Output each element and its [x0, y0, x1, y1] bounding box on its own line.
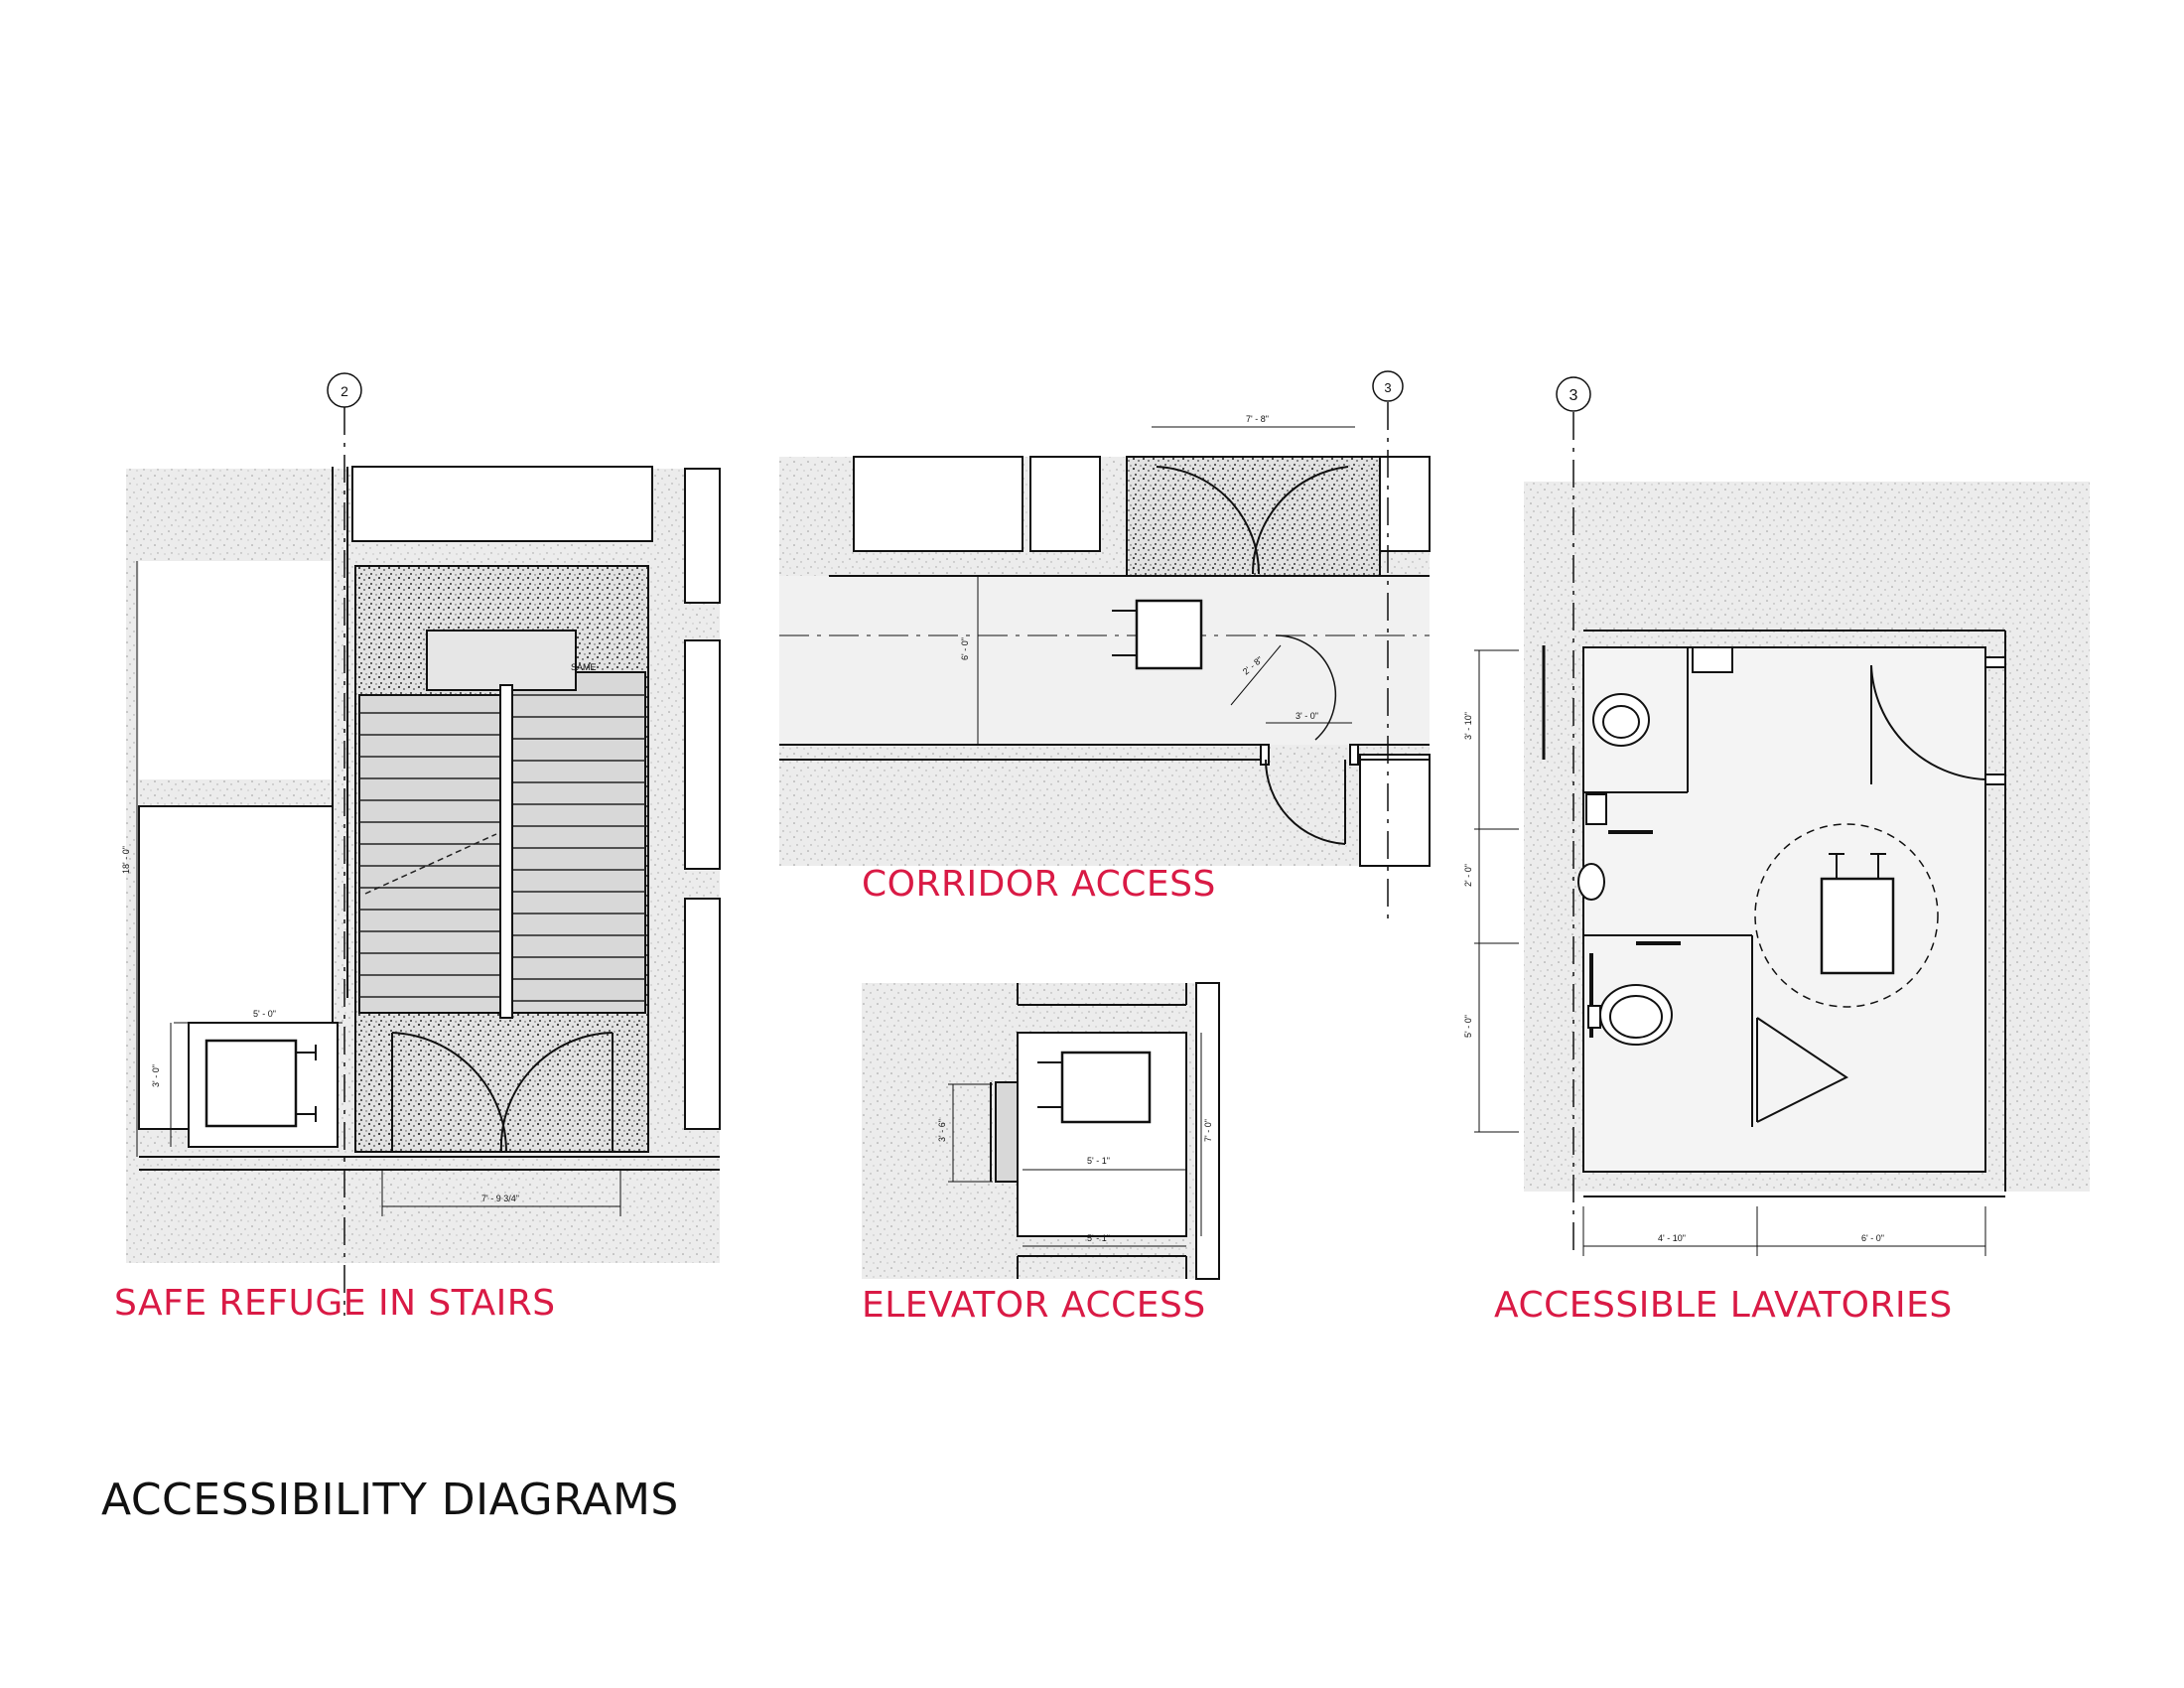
- svg-text:3' - 0": 3' - 0": [151, 1064, 161, 1087]
- sheet-title: ACCESSIBILITY DIAGRAMS: [101, 1475, 679, 1525]
- grid-bubble-3-corridor: [1372, 370, 1404, 402]
- landing-note: SAME: [571, 662, 597, 672]
- refuge-wheelchair-symbol: [205, 1039, 298, 1128]
- grid-bubble-3-lavatory: [1556, 376, 1591, 412]
- elevator-door-jamb: [995, 1081, 1019, 1183]
- elevator-poche: [862, 983, 991, 1279]
- svg-text:2: 2: [341, 383, 348, 399]
- corridor-diagram: 7' - 8" 6' - 0" 3' - 0" 2' - 8" 3: [779, 370, 1431, 918]
- svg-text:3: 3: [1384, 380, 1391, 395]
- elevator-diagram: 3' - 6" 5' - 1" 5' - 1" 7' - 0": [862, 982, 1220, 1280]
- safe-refuge-diagram: SAME 5' - 0" 3' - 0" 18' - 0" 7' - 9 3/4…: [121, 372, 721, 1316]
- caption-safe-refuge: SAFE REFUGE IN STAIRS: [114, 1283, 556, 1324]
- stair-wall-divider: [499, 684, 513, 1019]
- lavatory-wheelchair-symbol: [1820, 877, 1895, 975]
- svg-text:7' - 0": 7' - 0": [1203, 1119, 1213, 1142]
- svg-text:3' - 0": 3' - 0": [1296, 711, 1318, 721]
- svg-text:7' - 9 3/4": 7' - 9 3/4": [481, 1194, 519, 1203]
- svg-text:5' - 0": 5' - 0": [253, 1009, 276, 1019]
- corridor-floor: [779, 576, 1430, 745]
- caption-elevator-access: ELEVATOR ACCESS: [862, 1285, 1206, 1326]
- caption-accessible-lavatories: ACCESSIBLE LAVATORIES: [1494, 1285, 1953, 1326]
- svg-text:5' - 0": 5' - 0": [1463, 1015, 1473, 1038]
- svg-text:18' - 0": 18' - 0": [121, 846, 131, 874]
- svg-text:5' - 1": 5' - 1": [1087, 1233, 1110, 1243]
- stair-double-doors: [391, 1032, 614, 1153]
- turning-circle: [1754, 823, 1939, 1008]
- room-void-top: [351, 466, 653, 542]
- stair-flight-right: [511, 671, 646, 1014]
- lavatories-diagram: 3' - 10" 2' - 0" 5' - 0" 4' - 10" 6' - 0…: [1463, 376, 2090, 1256]
- svg-text:4' - 10": 4' - 10": [1658, 1233, 1686, 1243]
- room-void-left-upper: [139, 561, 333, 779]
- stair-flight-left: [358, 694, 501, 1014]
- stair-landing: [426, 630, 577, 691]
- elevator-wheelchair-symbol: [1060, 1051, 1152, 1124]
- svg-text:7' - 8": 7' - 8": [1246, 414, 1269, 424]
- stair-treads: [359, 694, 645, 1002]
- svg-text:6' - 0": 6' - 0": [960, 637, 970, 660]
- urinal-icon: [1577, 863, 1605, 901]
- svg-text:3' - 6": 3' - 6": [937, 1119, 947, 1142]
- room-void-right-2: [684, 639, 721, 870]
- corridor-wheelchair-symbol: [1135, 599, 1203, 670]
- room-void-right-3: [684, 898, 721, 1130]
- grid-bubble-2: [327, 372, 362, 408]
- svg-text:6' - 0": 6' - 0": [1861, 1233, 1884, 1243]
- lavatory-room: [1582, 646, 1986, 1173]
- room-void-right-1: [684, 468, 721, 604]
- svg-text:3' - 10": 3' - 10": [1463, 712, 1473, 740]
- svg-text:3: 3: [1570, 387, 1578, 404]
- svg-text:5' - 1": 5' - 1": [1087, 1156, 1110, 1166]
- svg-text:2' - 0": 2' - 0": [1463, 864, 1473, 887]
- caption-corridor-access: CORRIDOR ACCESS: [862, 864, 1216, 905]
